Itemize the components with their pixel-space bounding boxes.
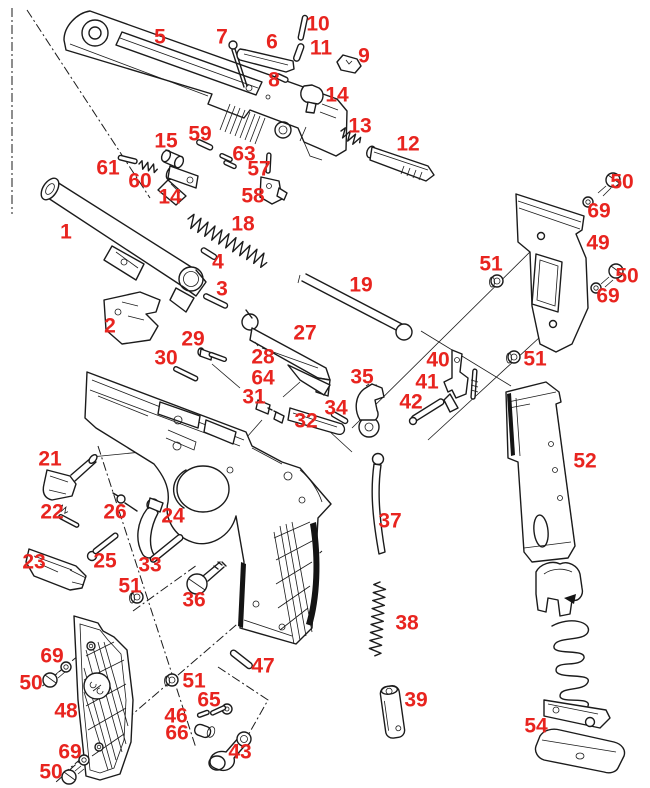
part-label-33-30: 33: [138, 553, 162, 577]
washer-69-mid: [590, 282, 602, 294]
part-label-60-58: 60: [128, 169, 152, 193]
bushing-51-upper: [489, 274, 504, 288]
part-label-4-3: 4: [212, 250, 224, 274]
part-label-48-43: 48: [54, 699, 78, 723]
frame-drawing: [25, 371, 332, 670]
part-label-23-20: 23: [22, 550, 46, 574]
part-label-2-1: 2: [104, 314, 116, 338]
part-label-27-24: 27: [293, 321, 317, 345]
part-label-18-16: 18: [231, 212, 255, 236]
slide-drawing: [63, 10, 435, 182]
safety-parts-drawing: [117, 139, 288, 206]
part-label-30-27: 30: [154, 346, 178, 370]
controls-drawing: [173, 309, 349, 436]
screw-50-top: [597, 172, 621, 197]
part-label-36-33: 36: [182, 588, 206, 612]
barrel-assembly-drawing: [40, 177, 413, 345]
part-label-61-59: 61: [96, 156, 120, 180]
magazine-drawing: [505, 381, 626, 774]
part-label-57-55: 57: [247, 157, 271, 181]
part-label-28-25: 28: [251, 345, 275, 369]
part-label-52-53: 52: [573, 449, 597, 473]
part-label-32-29: 32: [294, 409, 318, 433]
part-label-15-15: 15: [154, 129, 178, 153]
part-label-29-26: 29: [181, 327, 205, 351]
part-label-64-61: 64: [251, 366, 275, 390]
part-label-51-52: 51: [182, 669, 206, 693]
part-label-41-38: 41: [415, 370, 439, 394]
part-label-50-47: 50: [19, 671, 43, 695]
screw-50-grip-top: [42, 668, 66, 688]
lanyard-assembly-43: [208, 731, 252, 772]
part-label-39-36: 39: [404, 688, 428, 712]
part-label-66-63: 66: [165, 721, 189, 745]
bushing-51-lower: [506, 350, 521, 364]
bottom-parts-drawing: [164, 673, 252, 772]
part-label-65-62: 65: [197, 688, 221, 712]
part-label-10-9: 10: [306, 12, 330, 36]
part-label-24-21: 24: [161, 504, 185, 528]
part-label-40-37: 40: [426, 348, 450, 372]
part-label-26-23: 26: [103, 500, 127, 524]
part-label-22-19: 22: [40, 500, 64, 524]
washer-69-grip-bottom: [78, 754, 90, 766]
part-label-50-48: 50: [39, 760, 63, 784]
part-label-58-56: 58: [241, 184, 265, 208]
part-label-21-18: 21: [38, 447, 62, 471]
part-label-69-65: 69: [596, 284, 620, 308]
part-label-69-67: 69: [58, 740, 82, 764]
backplate-drawing: [489, 172, 624, 364]
part-label-69-66: 69: [40, 644, 64, 668]
part-label-34-31: 34: [324, 396, 348, 420]
magazine-floorplate: [534, 728, 626, 774]
part-label-25-22: 25: [93, 549, 117, 573]
washer-69-top: [582, 196, 594, 208]
frame-grip-checkering: [273, 521, 315, 645]
part-label-1-0: 1: [60, 220, 72, 244]
slide-serrations: [219, 103, 266, 145]
part-label-31-28: 31: [242, 385, 266, 409]
part-label-51-50: 51: [523, 347, 547, 371]
part-label-5-4: 5: [154, 25, 166, 49]
part-label-37-34: 37: [378, 509, 402, 533]
part-label-59-57: 59: [188, 122, 212, 146]
part-label-50-46: 50: [615, 264, 639, 288]
part-label-6-5: 6: [266, 30, 278, 54]
part-label-11-10: 11: [309, 36, 333, 60]
part-label-14-14: 14: [158, 185, 182, 209]
part-label-54-54: 54: [524, 714, 548, 738]
part-label-3-2: 3: [216, 277, 228, 301]
part-label-12-11: 12: [396, 132, 420, 156]
part-label-7-6: 7: [216, 25, 228, 49]
part-label-19-17: 19: [349, 273, 373, 297]
part-label-51-51: 51: [118, 574, 142, 598]
part-label-50-45: 50: [610, 170, 634, 194]
part-label-8-7: 8: [268, 68, 280, 92]
part-label-46-41: 46: [164, 704, 188, 728]
part-label-63-60: 63: [232, 142, 256, 166]
screw-50-mid: [600, 263, 624, 288]
part-label-42-39: 42: [399, 390, 423, 414]
part-label-47-42: 47: [251, 654, 275, 678]
part-label-51-49: 51: [479, 252, 503, 276]
part-label-9-8: 9: [358, 44, 370, 68]
grip-panel-drawing: [42, 615, 134, 785]
part-label-69-64: 69: [587, 199, 611, 223]
part-label-49-44: 49: [586, 231, 610, 255]
magazine-spring: [551, 620, 590, 707]
hammer-group-drawing: [355, 349, 479, 739]
washer-69-grip-top: [60, 661, 72, 673]
screw-50-grip-bottom: [61, 765, 85, 785]
magazine-lock-plate: [543, 699, 611, 729]
part-label-13-12: 13: [348, 114, 372, 138]
part-label-43-40: 43: [228, 740, 252, 764]
magazine-follower: [535, 561, 584, 617]
part-label-14-13: 14: [325, 83, 349, 107]
part-label-38-35: 38: [395, 611, 419, 635]
part-label-35-32: 35: [350, 365, 374, 389]
